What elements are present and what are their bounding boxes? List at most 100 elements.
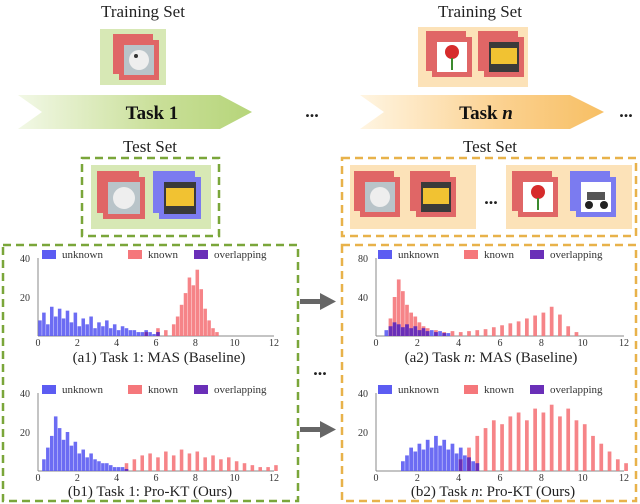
legend-label-overlapping: overlapping: [550, 384, 603, 396]
bar-unknown: [105, 320, 109, 336]
legend-swatch-unknown: [378, 250, 392, 259]
bar-known: [409, 312, 413, 336]
x-tick-label: 2: [415, 473, 420, 484]
bar-known: [508, 323, 513, 336]
bar-unknown: [73, 441, 78, 471]
bar-known: [417, 322, 422, 336]
bar-known: [475, 435, 480, 471]
x-tick-label: 2: [415, 338, 420, 349]
bar-unknown: [65, 310, 70, 336]
bar-unknown: [438, 445, 442, 471]
bar-known: [516, 412, 521, 471]
legend-swatch-overlapping: [530, 250, 544, 259]
bar-unknown: [120, 467, 125, 471]
task-1-label: Task 1: [126, 103, 179, 124]
bar-unknown: [128, 330, 133, 336]
task-n-label: Task n: [459, 103, 513, 124]
bar-known: [566, 408, 571, 471]
bar-unknown: [53, 316, 58, 336]
x-tick-label: 12: [619, 338, 629, 349]
bar-unknown: [116, 330, 121, 336]
bar-unknown: [116, 467, 121, 471]
legend-label-known: known: [148, 384, 178, 396]
bar-unknown: [89, 453, 93, 471]
bar-unknown: [77, 453, 82, 471]
bar-unknown: [463, 455, 467, 471]
bar-known: [164, 451, 168, 471]
caption-a1: (a1) Task 1: MAS (Baseline): [73, 350, 246, 366]
bar-known: [226, 457, 231, 471]
bar-overlapping: [392, 322, 397, 336]
bar-known: [203, 457, 207, 471]
bar-unknown: [97, 461, 101, 471]
bar-known: [508, 416, 513, 471]
bar-known: [582, 424, 587, 471]
bar-unknown: [442, 439, 447, 471]
x-tick-label: 4: [456, 473, 461, 484]
bar-known: [396, 279, 401, 336]
bar-known: [392, 297, 397, 336]
bar-overlapping: [144, 332, 148, 336]
legend-label-overlapping: overlapping: [214, 249, 267, 261]
x-tick-label: 0: [36, 338, 41, 349]
ellipsis-top-right: ...: [619, 101, 633, 121]
bar-overlapping: [442, 333, 447, 336]
bar-unknown: [93, 459, 97, 471]
bar-unknown: [417, 443, 422, 471]
bar-unknown: [471, 461, 475, 471]
test-thumbs-left: [91, 165, 211, 229]
bar-known: [124, 463, 129, 471]
bar-unknown: [152, 334, 156, 336]
bar-unknown: [384, 330, 389, 336]
bar-known: [132, 459, 137, 471]
bar-known: [191, 285, 196, 336]
task-1-arrow: [18, 95, 252, 129]
bar-unknown: [140, 332, 145, 336]
test-set-label-right: Test Set: [463, 137, 517, 156]
arrow-a1-to-a2: [300, 293, 336, 310]
bar-known: [500, 325, 504, 336]
x-tick-label: 6: [154, 473, 159, 484]
x-tick-label: 4: [114, 473, 119, 484]
x-tick-label: 2: [75, 473, 80, 484]
x-tick-label: 8: [539, 338, 544, 349]
bar-overlapping: [396, 324, 401, 336]
legend-swatch-overlapping: [194, 385, 208, 394]
bar-overlapping: [388, 326, 393, 336]
legend-swatch-known: [464, 385, 478, 394]
legend-label-unknown: unknown: [62, 249, 103, 261]
y-tick-label: 20: [20, 428, 30, 439]
bar-unknown: [401, 461, 405, 471]
bar-unknown: [53, 416, 58, 471]
legend-swatch-unknown: [42, 385, 56, 394]
bar-known: [203, 308, 207, 336]
bar-known: [533, 315, 537, 336]
bar-known: [566, 326, 571, 336]
test-set-label-left: Test Set: [123, 137, 177, 156]
bar-unknown: [429, 447, 434, 471]
x-tick-label: 12: [269, 338, 279, 349]
bar-unknown: [77, 326, 82, 336]
bar-unknown: [57, 428, 62, 471]
task-n-arrow: [360, 95, 604, 129]
bar-known: [549, 404, 554, 471]
bar-unknown: [46, 324, 50, 336]
bar-known: [199, 289, 204, 336]
bar-unknown: [73, 312, 78, 336]
ellipsis-top-middle: ...: [305, 101, 319, 121]
x-tick-label: 6: [498, 473, 503, 484]
bar-known: [258, 467, 263, 471]
y-tick-label: 40: [20, 389, 30, 400]
y-tick-label: 20: [358, 428, 368, 439]
y-tick-label: 80: [358, 254, 368, 265]
legend-swatch-unknown: [42, 250, 56, 259]
bar-unknown: [421, 449, 426, 471]
bar-unknown: [132, 330, 137, 336]
bar-known: [525, 420, 529, 471]
x-tick-label: 10: [230, 473, 240, 484]
x-tick-label: 0: [374, 473, 379, 484]
arrow-b1-to-b2: [300, 421, 336, 438]
bar-unknown: [42, 312, 46, 336]
